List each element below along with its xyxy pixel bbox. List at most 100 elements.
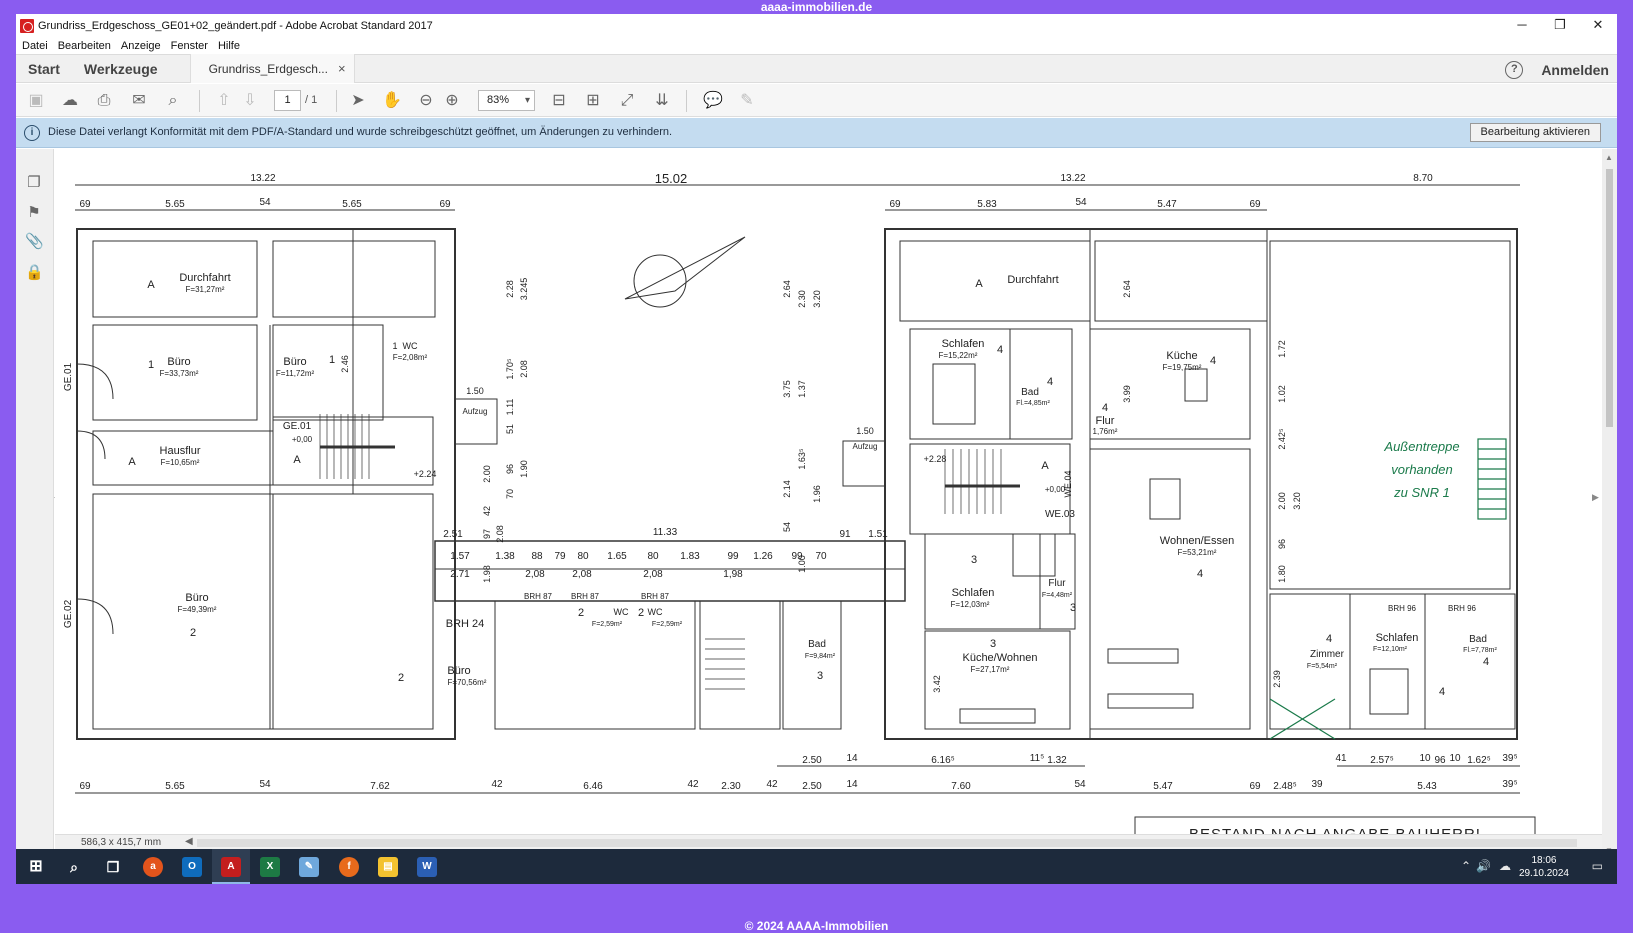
room-label: WC (614, 607, 629, 617)
dim-bottom: 42 (491, 779, 503, 790)
page-size-readout: 586,3 x 415,7 mm (81, 837, 162, 848)
enable-editing-button[interactable]: Bearbeitung aktivieren (1469, 123, 1601, 142)
dim-bottom2: 2.57⁵ (1370, 755, 1394, 766)
room-area: F=70,56m² (448, 678, 487, 687)
room-tag: 3 (990, 638, 996, 650)
next-page-icon[interactable]: ⇩ (243, 92, 257, 109)
email-icon[interactable]: ✉ (132, 92, 146, 109)
room-tag: A (147, 279, 155, 291)
windows-start-icon[interactable]: ⊞ (29, 858, 43, 875)
clock[interactable]: 18:06 29.10.2024 (1519, 854, 1569, 880)
tray-overflow-icon[interactable]: ⌃ (1460, 859, 1471, 873)
zoom-in-icon[interactable]: ⊕ (445, 92, 459, 109)
windows-taskbar: ⊞ ⌕ ❐ a O A X ✎ f ▤ W ⌃ 🔊 ☁ 18:06 29.10.… (16, 849, 1617, 884)
dim-corridor: 79 (554, 551, 566, 562)
scrollbar-thumb[interactable] (1606, 169, 1613, 427)
menu-bearbeiten[interactable]: Bearbeiten (57, 39, 111, 52)
comment-icon[interactable]: 💬 (703, 92, 723, 109)
network-icon[interactable]: ☁ (1499, 859, 1511, 873)
zoom-out-icon[interactable]: ⊖ (419, 92, 433, 109)
menu-hilfe[interactable]: Hilfe (217, 39, 240, 52)
word-icon[interactable]: W (417, 857, 437, 877)
dim-corridor: 1.83 (680, 551, 700, 562)
status-bar: 586,3 x 415,7 mm ◀ (55, 834, 1602, 850)
act-app-icon[interactable]: a (143, 857, 163, 877)
menu-datei[interactable]: Datei (22, 39, 48, 52)
help-icon[interactable]: ? (1505, 60, 1524, 79)
upload-cloud-icon[interactable]: ☁ (62, 92, 78, 109)
room-area: F=33,73m² (160, 369, 199, 378)
room-area: F=27,17m² (971, 665, 1010, 674)
vertical-scrollbar[interactable]: ▲ ▼ (1602, 149, 1617, 859)
room-label: WE.03 (1045, 509, 1075, 520)
collapse-right-panel-icon[interactable]: ▶ (1592, 492, 1599, 502)
room-label: WC (403, 341, 418, 351)
room-label: Büro (283, 356, 306, 368)
room-tag: 3 (817, 670, 823, 682)
security-lock-icon[interactable]: 🔒 (25, 264, 44, 281)
tab-tools[interactable]: Werkzeuge (83, 60, 158, 77)
firefox-icon[interactable]: f (339, 857, 359, 877)
tab-document[interactable]: Grundriss_Erdgesch... × (189, 54, 355, 83)
outlook-icon[interactable]: O (182, 857, 202, 877)
notifications-icon[interactable]: ▭ (1591, 859, 1603, 873)
page-number-input[interactable]: 1 (274, 90, 301, 111)
acrobat-pdf-icon (20, 18, 34, 33)
save-icon[interactable]: ▣ (28, 92, 44, 109)
handwritten-note-line-2: vorhanden (1391, 462, 1452, 477)
page-thumbnails-icon[interactable]: ❐ (27, 174, 41, 191)
menu-fenster[interactable]: Fenster (170, 39, 208, 52)
dim-vertical: 3.20 (1292, 492, 1302, 510)
volume-icon[interactable]: 🔊 (1476, 859, 1491, 873)
room-area: F=10,65m² (161, 458, 200, 467)
scroll-up-icon[interactable]: ▲ (1605, 153, 1613, 162)
scroll-mode-icon[interactable]: ⇊ (655, 92, 669, 109)
room-label: Flur (1096, 415, 1115, 427)
bottom-banner: © 2024 AAAA-Immobilien (744, 919, 889, 933)
previous-page-icon[interactable]: ⇧ (217, 92, 231, 109)
dim-bottom: 6.46 (583, 781, 603, 792)
acrobat-taskbar-icon[interactable]: A (221, 857, 241, 877)
menu-anzeige[interactable]: Anzeige (120, 39, 161, 52)
dim-bottom2: 1.62⁵ (1467, 755, 1491, 766)
room-area: F=11,72m² (276, 369, 315, 378)
zoom-select[interactable]: 83% (478, 90, 535, 111)
room-label: Zimmer (1310, 649, 1345, 660)
minimize-button[interactable]: ─ (1517, 17, 1527, 32)
bookmarks-icon[interactable]: ⚑ (27, 204, 41, 221)
task-view-icon[interactable]: ❐ (106, 859, 120, 875)
login-button[interactable]: Anmelden (1541, 61, 1609, 78)
horizontal-scrollbar[interactable] (197, 839, 1577, 847)
attachments-icon[interactable]: 📎 (25, 233, 44, 250)
dim-vertical: 96 (505, 464, 515, 474)
window-title: Grundriss_Erdgeschoss_GE01+02_geändert.p… (38, 19, 433, 32)
sign-pen-icon[interactable]: ✎ (740, 92, 754, 109)
dim-vertical: 1.02 (1277, 385, 1287, 403)
room-area: F=15,22m² (939, 351, 978, 360)
dim-bottom: 42 (687, 779, 699, 790)
full-screen-icon[interactable]: ⤢ (620, 92, 634, 109)
notes-app-icon[interactable]: ✎ (299, 857, 319, 877)
fit-page-icon[interactable]: ⊞ (586, 92, 600, 109)
scroll-left-icon[interactable]: ◀ (185, 836, 193, 847)
excel-icon[interactable]: X (260, 857, 280, 877)
search-taskbar-icon[interactable]: ⌕ (70, 859, 78, 875)
restore-button[interactable]: ❐ (1554, 17, 1566, 32)
page-view-icon[interactable]: ⊟ (552, 92, 566, 109)
hand-tool-icon[interactable]: ✋ (382, 92, 402, 109)
dim-vertical: 70 (505, 489, 515, 499)
dim-bottom2: 11⁵ (1030, 753, 1045, 764)
print-icon[interactable]: ⎙ (97, 92, 111, 109)
select-cursor-icon[interactable]: ➤ (351, 92, 365, 109)
dim-vertical: 42 (482, 506, 492, 516)
dim-corridor: 80 (647, 551, 659, 562)
close-tab-icon[interactable]: × (337, 61, 346, 76)
close-window-button[interactable]: ✕ (1592, 17, 1604, 32)
dim-right-2: 5.83 (977, 199, 997, 210)
file-explorer-icon[interactable]: ▤ (378, 857, 398, 877)
document-view[interactable]: 13.22 15.02 13.22 8.70 69 5.65 54 5.65 6… (55, 149, 1602, 854)
room-area: F=9,84m² (805, 653, 836, 660)
search-icon[interactable]: ⌕ (168, 92, 178, 109)
dim-bottom2: 14 (846, 753, 858, 764)
tab-start[interactable]: Start (28, 60, 60, 77)
